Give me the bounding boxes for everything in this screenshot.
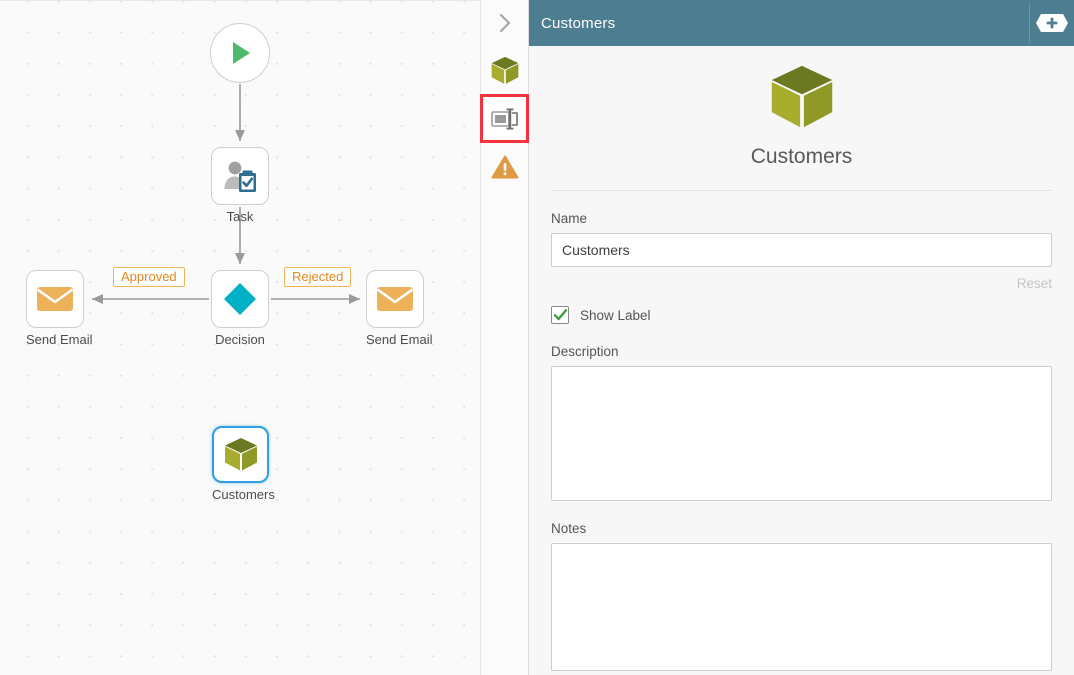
panel-title: Customers	[541, 14, 616, 32]
edge-label-rejected[interactable]: Rejected	[284, 267, 352, 287]
chevron-right-icon	[499, 13, 510, 33]
description-textarea[interactable]	[551, 366, 1052, 501]
reset-row: Reset	[551, 275, 1052, 293]
panel-icon-rail	[480, 0, 529, 675]
envelope-icon	[376, 287, 414, 311]
edge-label-approved[interactable]: Approved	[113, 267, 185, 287]
user-task-icon	[224, 161, 256, 192]
node-email-left-shape[interactable]	[26, 270, 84, 328]
panel-header: Customers	[529, 0, 1074, 46]
cube-icon	[771, 65, 832, 128]
workflow-canvas[interactable]: Task Decision Send Email	[0, 0, 480, 675]
entity-hero-name: Customers	[750, 145, 853, 168]
rail-item-properties[interactable]	[480, 94, 529, 143]
entity-hero: Customers	[551, 46, 1052, 169]
properties-panel: Customers Customers Name	[529, 0, 1074, 675]
notes-textarea[interactable]	[551, 543, 1052, 671]
warning-triangle-icon	[491, 155, 518, 178]
node-email-right-label: Send Email	[366, 332, 433, 347]
panel-divider	[551, 190, 1052, 191]
properties-panel-icon	[490, 108, 518, 129]
node-start-shape[interactable]	[210, 23, 270, 83]
node-task-shape[interactable]	[211, 147, 269, 205]
diamond-icon	[224, 283, 256, 315]
rail-item-problems[interactable]	[481, 143, 528, 190]
node-customers[interactable]: Customers	[212, 426, 275, 502]
name-label: Name	[551, 211, 588, 226]
reset-link[interactable]: Reset	[1016, 276, 1052, 291]
node-decision-label: Decision	[215, 332, 265, 347]
canvas-connectors	[92, 84, 360, 305]
node-email-right-shape[interactable]	[366, 270, 424, 328]
add-button[interactable]	[1030, 0, 1074, 46]
node-customers-shape[interactable]	[212, 426, 269, 483]
node-email-left[interactable]: Send Email	[26, 270, 92, 347]
node-email-left-label: Send Email	[26, 332, 93, 347]
panel-body: Customers Name Reset Show Label Descript…	[529, 46, 1074, 675]
node-task-label: Task	[226, 209, 254, 224]
node-customers-label: Customers	[212, 487, 275, 502]
expand-panel-chevron[interactable]	[480, 0, 529, 46]
cube-icon	[491, 56, 518, 84]
play-icon	[233, 42, 250, 64]
node-start[interactable]	[210, 23, 270, 83]
show-label-row[interactable]: Show Label	[551, 306, 1052, 324]
description-label: Description	[551, 344, 619, 359]
panel-bottom-spacer	[551, 671, 1052, 675]
node-decision-shape[interactable]	[211, 270, 269, 328]
show-label-text: Show Label	[580, 307, 651, 323]
envelope-icon	[36, 287, 74, 311]
show-label-checkbox[interactable]	[551, 306, 569, 324]
cube-icon	[224, 437, 257, 470]
node-decision[interactable]: Decision	[211, 270, 269, 347]
notes-label: Notes	[551, 521, 587, 536]
node-email-right[interactable]: Send Email	[366, 270, 432, 347]
panel-header-divider	[1029, 3, 1030, 43]
rail-item-palette[interactable]	[481, 47, 528, 94]
check-icon	[553, 309, 567, 321]
node-task[interactable]: Task	[211, 147, 269, 224]
plus-icon	[1036, 14, 1068, 32]
name-input[interactable]	[551, 233, 1052, 267]
